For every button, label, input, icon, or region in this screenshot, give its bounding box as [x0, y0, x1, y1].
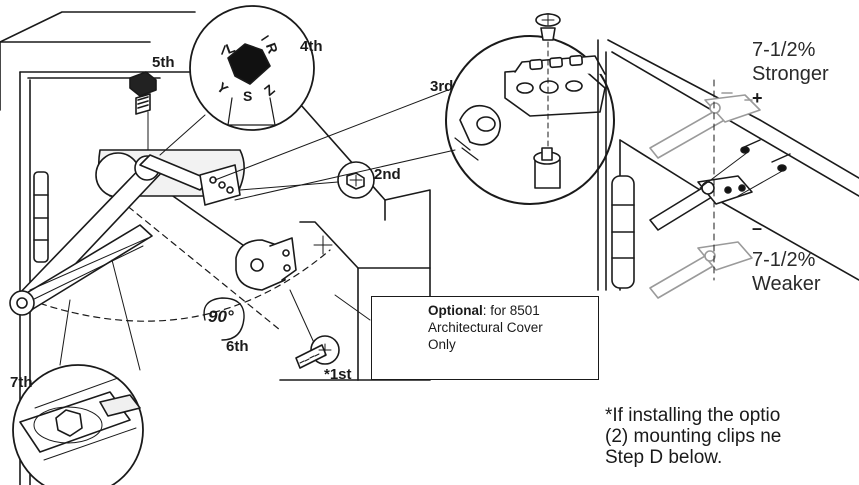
installation-footnote: *If installing the optio (2) mounting cl… [605, 405, 781, 468]
optional-note-rest: : for 8501 [482, 303, 540, 318]
weaker-percent: 7-1/2% [752, 249, 816, 271]
optional-note-line3: Only [428, 337, 456, 352]
closer-arm [9, 154, 211, 316]
stronger-label: Stronger [752, 63, 829, 85]
bracket-current-position [649, 139, 791, 231]
dial-letter-s: S [243, 88, 253, 104]
angle-90-marker [203, 297, 245, 341]
footnote-line2: (2) mounting clips ne [605, 426, 782, 447]
step-label-2nd: 2nd [374, 166, 401, 183]
step-label-6th: 6th [226, 338, 249, 355]
footnote-line3: Step D below. [605, 447, 723, 468]
right-frame-view [597, 39, 859, 291]
door-swing-arc [29, 249, 331, 322]
arm-screw-detail-7th [12, 364, 144, 485]
step-label-5th: 5th [152, 54, 175, 71]
weaker-label: Weaker [752, 273, 821, 295]
angle-90-label: 90° [208, 307, 234, 326]
stronger-percent: 7-1/2% [752, 39, 816, 61]
optional-note-text: Optional: for 8501 Architectural Cover O… [428, 302, 596, 353]
bracket-weaker-position [649, 241, 753, 299]
step-label-1st: *1st [324, 366, 352, 383]
optional-note-box: Optional: for 8501 Architectural Cover O… [371, 296, 599, 380]
step-label-4th: 4th [300, 38, 323, 55]
optional-note-bold: Optional [428, 303, 483, 318]
spindle-bolt [129, 71, 157, 115]
bracket-stronger-position [649, 92, 761, 159]
screw-callout-2nd [337, 161, 375, 199]
step-label-3rd: 3rd [430, 78, 454, 95]
footnote-line1: *If installing the optio [605, 405, 781, 426]
door-hinge [33, 171, 49, 263]
step-label-7th: 7th [10, 374, 33, 391]
right-hinge [611, 175, 635, 289]
optional-note-line2: Architectural Cover [428, 320, 543, 335]
closer-mount-bracket [235, 235, 333, 291]
bracket-detail-3rd [445, 13, 615, 205]
parallel-arm-bracket [199, 164, 241, 206]
spring-power-dial-detail [189, 5, 315, 131]
screw-callout-1st [295, 335, 340, 369]
minus-sign: – [752, 218, 763, 238]
plus-sign: + [752, 88, 763, 108]
